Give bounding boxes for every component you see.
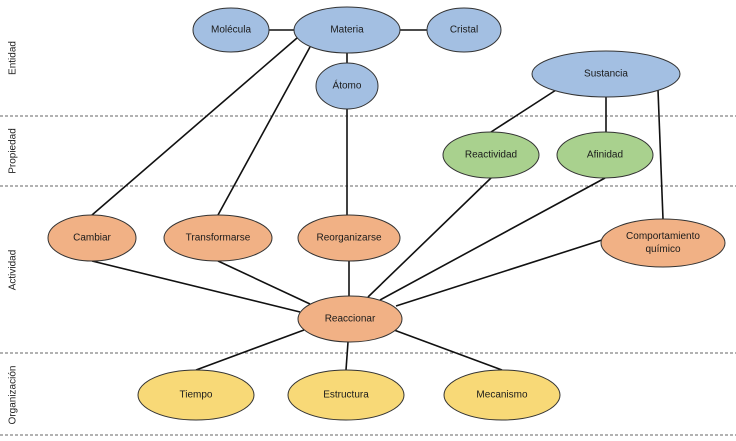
- node-label-reorganizarse: Reorganizarse: [316, 233, 381, 244]
- node-tiempo: Tiempo: [137, 369, 255, 421]
- node-reorganizarse: Reorganizarse: [297, 214, 401, 262]
- band-label-organizacion: Organización: [8, 366, 19, 425]
- node-shape-cristal: [426, 7, 502, 53]
- edge-transformarse-reaccionar: [217, 260, 311, 305]
- edge-afinidad-reaccionar: [379, 177, 606, 301]
- node-label-sustancia: Sustancia: [584, 69, 628, 80]
- node-cambiar: Cambiar: [47, 214, 137, 262]
- node-transformarse: Transformarse: [163, 214, 273, 262]
- node-sustancia: Sustancia: [531, 50, 681, 98]
- edge-cambiar-reaccionar: [91, 260, 301, 313]
- band-label-propiedad: Propiedad: [8, 128, 19, 174]
- node-cristal: Cristal: [426, 7, 502, 53]
- node-estructura: Estructura: [287, 369, 405, 421]
- node-label-materia: Materia: [330, 25, 364, 36]
- node-shape-reactividad: [442, 131, 540, 179]
- edge-reaccionar-tiempo: [195, 329, 305, 371]
- node-shape-molecula: [192, 7, 270, 53]
- edge-materia-transformarse: [217, 46, 311, 216]
- node-label-reactividad: Reactividad: [465, 150, 517, 161]
- edge-sustancia-comportamiento: [657, 89, 664, 220]
- node-label-reaccionar: Reaccionar: [325, 314, 376, 325]
- node-mecanismo: Mecanismo: [443, 369, 561, 421]
- node-reactividad: Reactividad: [442, 131, 540, 179]
- node-label-atomo: Átomo: [333, 79, 362, 92]
- edge-reaccionar-mecanismo: [393, 329, 503, 371]
- node-shape-atomo: [315, 62, 379, 110]
- node-shape-comportamiento: [600, 218, 726, 268]
- node-label-tiempo: Tiempo: [180, 390, 213, 401]
- node-molecula: Molécula: [192, 7, 270, 53]
- node-afinidad: Afinidad: [556, 131, 654, 179]
- node-shape-reorganizarse: [297, 214, 401, 262]
- node-label-comportamiento: Comportamiento: [626, 231, 700, 242]
- node-label-cambiar: Cambiar: [73, 233, 111, 244]
- node-label-transformarse: Transformarse: [186, 233, 251, 244]
- node-shape-estructura: [287, 369, 405, 421]
- node-atomo: Átomo: [315, 62, 379, 110]
- node-shape-tiempo: [137, 369, 255, 421]
- node-shape-cambiar: [47, 214, 137, 262]
- node-shape-transformarse: [163, 214, 273, 262]
- node-shape-mecanismo: [443, 369, 561, 421]
- edges: [91, 29, 664, 371]
- edge-reactividad-reaccionar: [367, 177, 492, 298]
- node-shape-sustancia: [531, 50, 681, 98]
- edge-sustancia-reactividad: [490, 89, 557, 133]
- edge-materia-cambiar: [91, 37, 298, 216]
- edge-comportamiento-reaccionar: [395, 239, 603, 307]
- node-label-estructura: Estructura: [323, 390, 369, 401]
- node-reaccionar: Reaccionar: [297, 295, 403, 343]
- node-comportamiento: Comportamiento químico: [600, 218, 726, 268]
- band-label-actividad: Actividad: [8, 250, 19, 291]
- node-label-comportamiento: químico: [645, 244, 680, 255]
- band-dividers: [0, 115, 736, 436]
- node-label-mecanismo: Mecanismo: [476, 390, 528, 401]
- node-materia: Materia: [293, 6, 401, 54]
- node-shape-afinidad: [556, 131, 654, 179]
- node-label-cristal: Cristal: [450, 25, 478, 36]
- node-shape-materia: [293, 6, 401, 54]
- node-label-afinidad: Afinidad: [587, 150, 623, 161]
- band-label-entidad: Entidad: [8, 41, 19, 75]
- node-label-molecula: Molécula: [211, 25, 251, 36]
- edge-reaccionar-estructura: [345, 341, 349, 371]
- node-shape-reaccionar: [297, 295, 403, 343]
